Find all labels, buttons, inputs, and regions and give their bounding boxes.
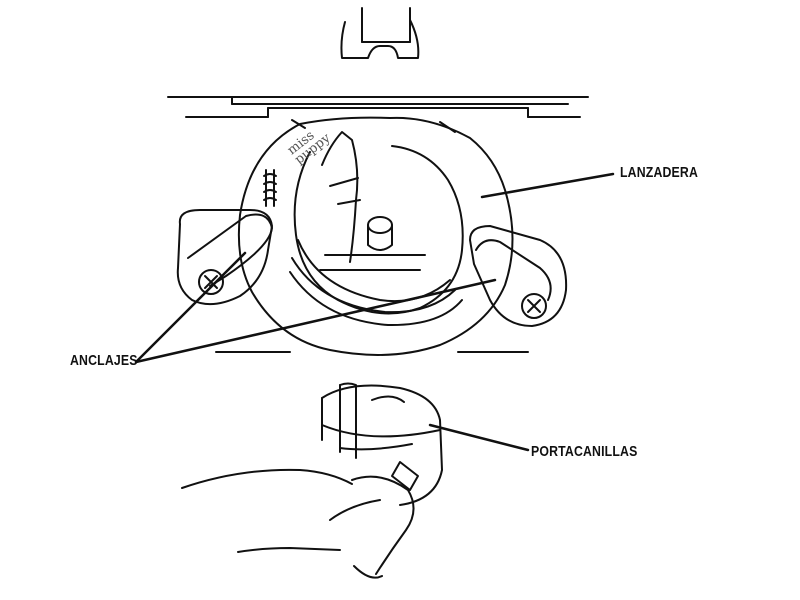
needle-plate — [167, 96, 589, 118]
label-anclajes: ANCLAJES — [70, 352, 138, 369]
label-lanzadera: LANZADERA — [620, 164, 699, 181]
hand — [181, 468, 415, 579]
right-anchor — [215, 225, 568, 353]
label-portacanillas: PORTACANILLAS — [531, 443, 638, 460]
leader-lines — [134, 172, 615, 452]
hook-assembly — [237, 116, 514, 356]
left-anchor — [176, 209, 273, 306]
presser-foot — [340, 7, 420, 59]
bobbin-case — [321, 382, 443, 506]
